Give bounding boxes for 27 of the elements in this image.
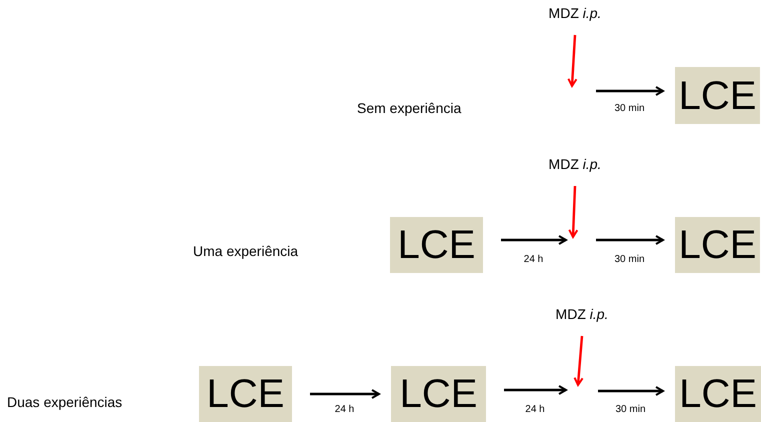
test-box: LCE bbox=[391, 366, 486, 422]
row-label: Duas experiências bbox=[7, 394, 122, 410]
test-box: LCE bbox=[199, 366, 292, 422]
test-box: LCE bbox=[390, 217, 483, 273]
arrow bbox=[568, 186, 578, 238]
arrow bbox=[310, 389, 380, 399]
arrow bbox=[504, 385, 567, 395]
drug-label: MDZ i.p. bbox=[548, 156, 602, 172]
drug-label: MDZ i.p. bbox=[556, 306, 608, 322]
arrow bbox=[501, 235, 567, 245]
arrow bbox=[574, 336, 584, 386]
edge-label: 30 min bbox=[614, 103, 646, 114]
edge-label: 30 min bbox=[614, 404, 646, 415]
row-label: Sem experiência bbox=[357, 100, 462, 116]
drug-label: MDZ i.p. bbox=[548, 5, 602, 21]
arrow bbox=[598, 386, 664, 396]
test-box: LCE bbox=[675, 217, 760, 273]
test-box: LCE bbox=[675, 67, 760, 124]
edge-label: 24 h bbox=[524, 404, 546, 415]
test-box: LCE bbox=[675, 366, 761, 422]
edge-label: 24 h bbox=[334, 404, 356, 415]
arrow bbox=[567, 34, 578, 87]
edge-label: 30 min bbox=[614, 254, 646, 265]
arrow bbox=[596, 86, 664, 96]
edge-label: 24 h bbox=[522, 254, 544, 265]
row-label: Uma experiência bbox=[193, 243, 298, 259]
arrow bbox=[596, 235, 664, 245]
